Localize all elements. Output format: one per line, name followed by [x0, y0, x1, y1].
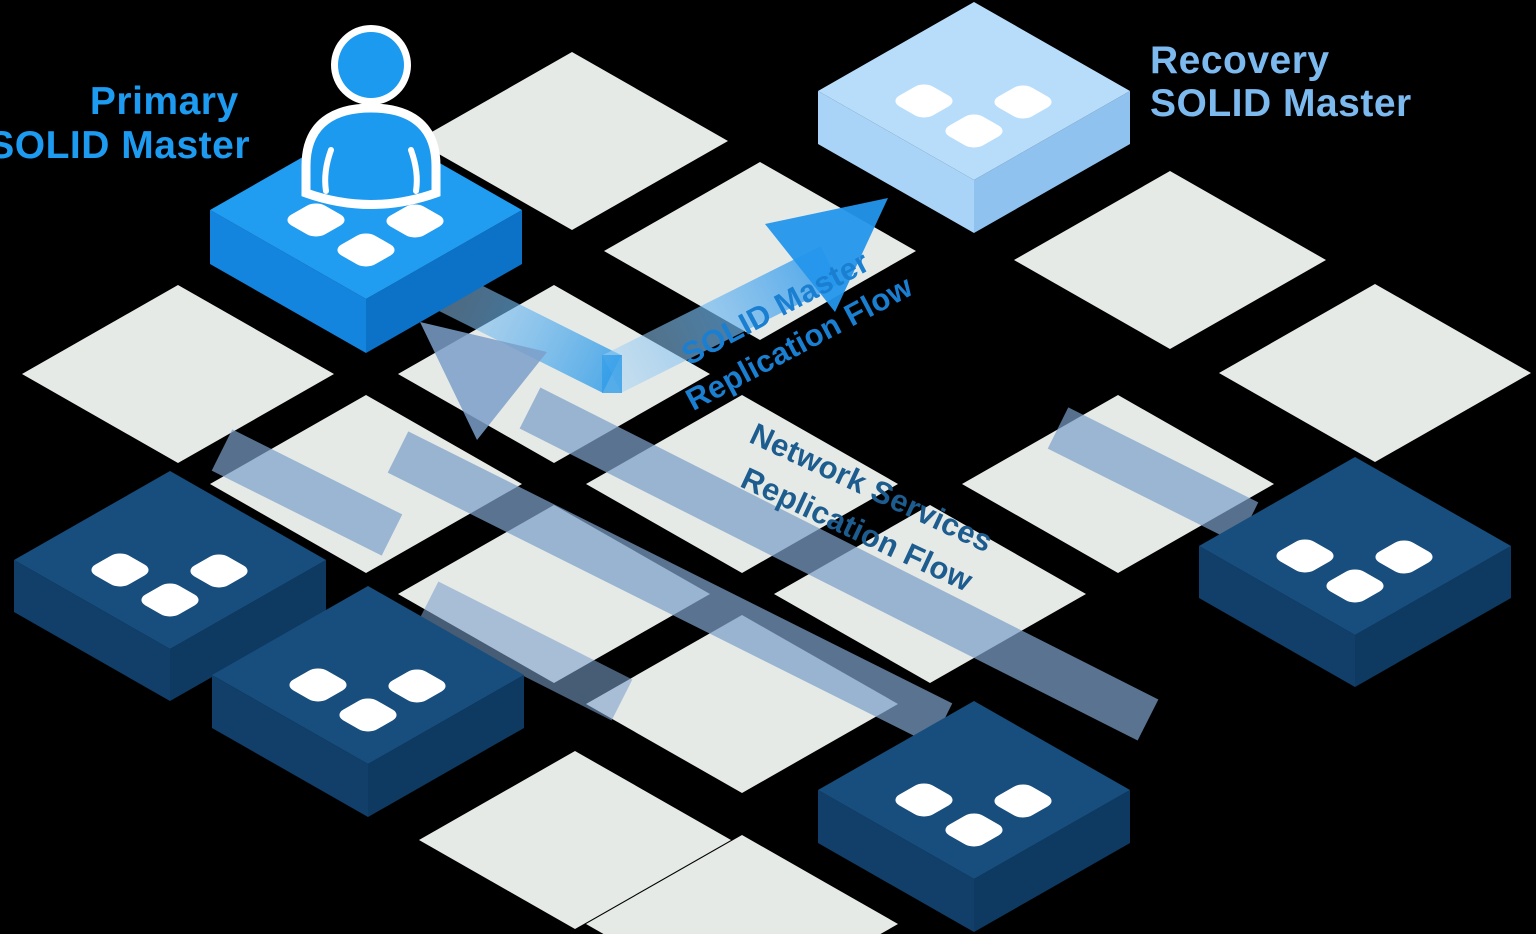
chip-icon	[190, 554, 248, 588]
network-service-node-2	[212, 586, 524, 817]
primary-solid-master-node	[210, 121, 522, 353]
chip-icon	[994, 784, 1052, 818]
grid-tile	[22, 285, 334, 463]
box-right-face	[170, 560, 326, 701]
box-left-face	[210, 210, 366, 353]
box-left-face	[14, 560, 170, 701]
solid-master-replication-flow-arrow	[422, 198, 888, 393]
recovery-master-label: Recovery SOLID Master	[1150, 39, 1412, 125]
recovery-solid-master-node	[818, 2, 1130, 233]
grid-tile	[1014, 171, 1326, 349]
flow-segment	[387, 431, 953, 745]
grid-tile	[962, 395, 1274, 573]
user-icon	[301, 25, 441, 209]
chip-icon	[1326, 569, 1384, 603]
grid-tile	[419, 751, 731, 929]
chip-icon	[1276, 539, 1334, 573]
flow-elbow	[602, 355, 622, 393]
user-arm-left	[322, 147, 334, 194]
box-top-face	[210, 121, 522, 299]
box-top-face	[212, 586, 524, 764]
chip-icon	[339, 698, 397, 732]
grid-tile	[586, 395, 898, 573]
chip-icon	[945, 114, 1003, 148]
box-right-face	[974, 91, 1130, 233]
grid-tile	[586, 835, 898, 934]
network-service-node-3	[818, 701, 1130, 932]
user-arm-right	[408, 147, 420, 194]
flow-segment	[1047, 407, 1259, 544]
box-right-face	[368, 675, 524, 817]
flow-segment	[211, 429, 403, 556]
chip-icon	[141, 583, 199, 617]
chip-icon	[91, 553, 149, 587]
flow-segment	[519, 387, 1159, 741]
arrowhead-icon	[420, 322, 547, 440]
chip-icon	[895, 84, 953, 118]
flow-segment	[417, 581, 633, 721]
network-service-node-1	[14, 471, 326, 701]
user-head	[338, 32, 404, 98]
server-nodes	[14, 2, 1511, 932]
grid-tile	[210, 395, 522, 573]
flow-segment	[602, 246, 840, 393]
box-right-face	[366, 210, 522, 353]
box-left-face	[818, 790, 974, 932]
chip-icon	[895, 783, 953, 817]
primary-master-label: Primary SOLID Master	[0, 80, 250, 167]
chip-icon	[386, 204, 444, 238]
grid-tile	[416, 52, 728, 230]
flow-segment	[422, 265, 622, 393]
box-top-face	[14, 471, 326, 649]
network-service-node-4	[1199, 457, 1511, 687]
chip-icon	[337, 233, 395, 267]
box-left-face	[818, 91, 974, 233]
chip-icon	[388, 669, 446, 703]
box-right-face	[1355, 546, 1511, 687]
box-top-face	[1199, 457, 1511, 635]
chip-icon	[287, 203, 345, 237]
arrowhead-icon	[765, 198, 888, 312]
chip-icon	[1375, 540, 1433, 574]
box-top-face	[818, 701, 1130, 879]
grid-tile	[1219, 284, 1531, 462]
box-left-face	[212, 675, 368, 817]
chip-icon	[945, 813, 1003, 847]
chip-icon	[289, 668, 347, 702]
box-left-face	[1199, 546, 1355, 687]
user-torso	[301, 103, 441, 209]
chip-icon	[994, 85, 1052, 119]
box-right-face	[974, 790, 1130, 932]
box-top-face	[818, 2, 1130, 180]
network-services-replication-flow-arrow	[211, 322, 1259, 745]
